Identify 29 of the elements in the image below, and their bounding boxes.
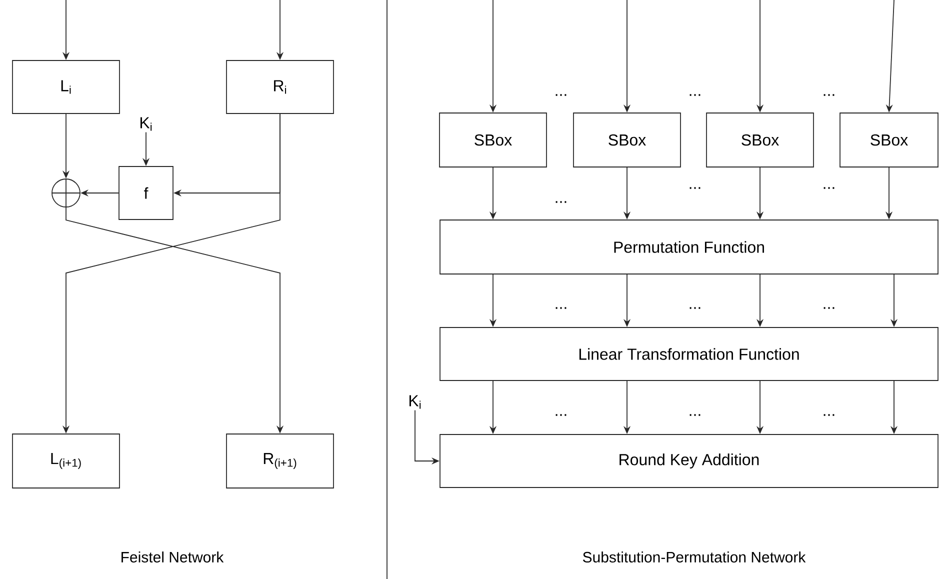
process-box: R$_{(i+1)}$ (226, 434, 334, 488)
ellipsis-label: ... (556, 414, 566, 416)
process-box: Round Key Addition (440, 434, 938, 488)
process-box: L$_{i}$ (12, 60, 120, 114)
process-box: SBox (840, 112, 938, 168)
key-label: K$_{i}$ (410, 395, 421, 409)
ellipsis-label: ... (824, 187, 834, 189)
process-box: SBox (439, 112, 547, 168)
ellipsis-label: ... (690, 414, 700, 416)
caption: Feistel Network (122, 552, 224, 562)
ellipsis-label: ... (824, 414, 834, 416)
process-box: SBox (706, 112, 814, 168)
process-box: Linear Transformation Function (440, 327, 938, 381)
xor-symbol (52, 178, 80, 208)
ellipsis-label: ... (556, 201, 566, 203)
process-box: f (118, 166, 174, 220)
process-box: Permutation Function (440, 220, 938, 274)
process-box: L$_{(i+1)}$ (12, 434, 120, 488)
process-box: SBox (573, 112, 681, 168)
ellipsis-label: ... (824, 307, 834, 309)
process-box: R$_{i}$ (226, 60, 334, 114)
ellipsis-label: ... (690, 94, 700, 96)
key-label: K$_{i}$ (140, 117, 152, 131)
ellipsis-label: ... (690, 307, 700, 309)
ellipsis-label: ... (556, 94, 566, 96)
ellipsis-label: ... (556, 307, 566, 309)
ellipsis-label: ... (824, 94, 834, 96)
caption: Substitution-Permutation Network (582, 552, 806, 562)
ellipsis-label: ... (690, 187, 700, 189)
